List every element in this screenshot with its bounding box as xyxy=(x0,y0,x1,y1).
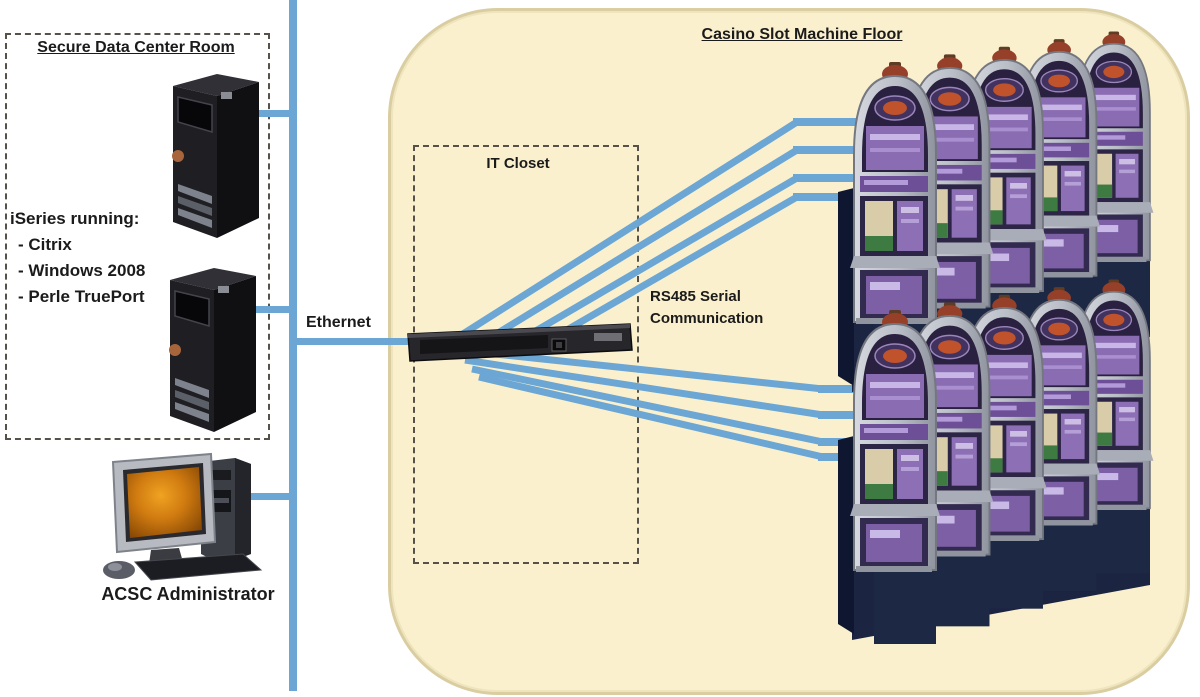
iseries-text-block: iSeries running: - Citrix - Windows 2008… xyxy=(10,206,145,310)
admin-workstation-icon xyxy=(103,452,263,581)
ethernet-label: Ethernet xyxy=(306,314,371,331)
server-lock xyxy=(172,150,184,162)
rs485-label-line2: Communication xyxy=(650,310,764,327)
iseries-item-trueport: - Perle TruePort xyxy=(18,287,145,306)
secure-room-box xyxy=(5,33,270,440)
iseries-heading: iSeries running: xyxy=(10,209,140,228)
iseries-item-windows: - Windows 2008 xyxy=(18,261,146,280)
server-lock xyxy=(169,344,181,356)
ibm-badge xyxy=(218,286,229,293)
iseries-server-icon xyxy=(169,268,256,432)
iseries-server-icon xyxy=(172,74,259,238)
trunk-line xyxy=(289,0,297,691)
rs485-label: RS485 Serial Communication xyxy=(650,286,763,330)
monitor-screen xyxy=(127,467,202,538)
casino-floor-title: Casino Slot Machine Floor xyxy=(701,26,903,43)
keyboard xyxy=(133,553,263,581)
it-closet-label: IT Closet xyxy=(486,155,550,172)
ibm-badge xyxy=(221,92,232,99)
iseries-item-citrix: - Citrix xyxy=(18,235,72,254)
secure-room-title: Secure Data Center Room xyxy=(37,39,235,56)
serial-server-icon xyxy=(407,323,633,362)
device-logo xyxy=(594,333,622,341)
rs485-label-line1: RS485 Serial xyxy=(650,288,741,305)
admin-label: ACSC Administrator xyxy=(101,584,275,604)
